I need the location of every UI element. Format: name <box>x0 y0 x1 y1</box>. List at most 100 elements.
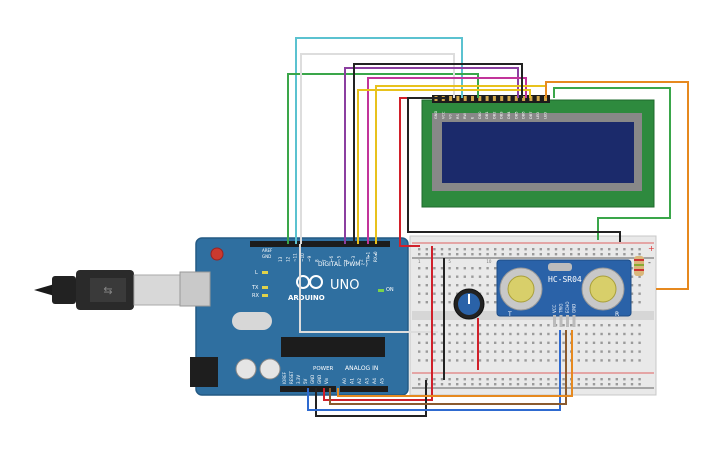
bb-hole <box>615 378 618 381</box>
rail-minus-label: - <box>648 258 651 267</box>
bb-hole <box>456 267 459 270</box>
bb-hole <box>418 292 421 295</box>
bb-hole <box>554 359 558 362</box>
bb-hole <box>471 267 474 270</box>
bb-hole <box>509 383 512 386</box>
bb-hole <box>608 341 611 344</box>
bb-hole <box>433 341 436 344</box>
bb-hole <box>463 267 466 270</box>
bb-hole <box>509 378 512 381</box>
bb-hole <box>471 253 474 256</box>
bb-hole <box>615 383 618 386</box>
bb-hole <box>532 332 535 336</box>
bb-hole <box>638 248 641 251</box>
bb-hole <box>463 350 466 353</box>
lcd-pin-label: V0 <box>449 114 453 119</box>
bb-hole <box>600 332 603 336</box>
lcd-pin-label: RS <box>456 114 460 119</box>
bb-hole <box>539 350 542 353</box>
bb-hole <box>608 350 611 353</box>
bb-hole <box>501 383 504 386</box>
bb-hole <box>600 350 603 353</box>
bb-hole <box>638 383 641 386</box>
bb-hole <box>600 378 603 381</box>
wire-white <box>300 53 455 244</box>
bb-hole <box>585 378 588 381</box>
bb-hole <box>448 248 451 251</box>
bb-hole <box>532 350 535 353</box>
bb-hole <box>494 350 497 353</box>
rx-led-label: RX <box>252 293 259 299</box>
lcd-pin-label: LED <box>536 112 540 119</box>
bb-hole <box>471 324 474 327</box>
bb-hole <box>448 267 451 270</box>
bb-hole <box>501 248 504 251</box>
bb-hole <box>440 324 444 327</box>
sensor-pin <box>572 315 576 327</box>
bb-hole <box>478 383 482 386</box>
bb-hole <box>630 275 634 278</box>
sensor-label: HC-SR04 <box>548 275 582 284</box>
power-header-label: POWER <box>313 366 334 372</box>
bb-hole <box>433 275 436 278</box>
bb-hole <box>539 253 542 256</box>
bb-hole <box>623 332 626 336</box>
sensor-pin-label: VCC <box>552 304 557 313</box>
rail-plus-label: + <box>648 244 655 253</box>
lcd-pin-label: DB4 <box>507 111 511 119</box>
sensor-pin-label: ECHO <box>565 302 570 313</box>
bb-hole <box>471 332 474 336</box>
bb-hole <box>516 341 520 344</box>
bb-hole <box>425 332 428 336</box>
bb-hole <box>638 350 641 353</box>
bb-hole <box>516 324 520 327</box>
bb-hole <box>494 301 497 304</box>
bb-hole <box>585 341 588 344</box>
bb-hole <box>418 383 421 386</box>
bb-hole <box>433 359 436 362</box>
bb-hole <box>600 248 603 251</box>
bb-hole <box>456 253 459 256</box>
bb-hole <box>471 275 474 278</box>
bb-hole <box>486 383 489 386</box>
digital-pin-label: ~5 <box>336 255 341 262</box>
bb-hole <box>608 253 611 256</box>
sensor-pin <box>566 315 569 327</box>
bb-hole <box>418 248 421 251</box>
bb-hole <box>478 359 482 362</box>
lcd-pin-label: DB5 <box>514 111 518 119</box>
bb-hole <box>478 378 482 381</box>
lcd-pin <box>544 96 547 101</box>
bb-hole <box>448 341 451 344</box>
power-pin-label: 5V <box>303 378 308 384</box>
bb-hole <box>433 378 436 381</box>
bb-hole <box>486 248 489 251</box>
bb-hole <box>448 253 451 256</box>
bb-hole <box>501 332 504 336</box>
bb-hole <box>562 253 565 256</box>
bb-hole <box>425 324 428 327</box>
bb-hole <box>554 383 558 386</box>
bb-hole <box>440 301 444 304</box>
tx-led-label: TX <box>251 285 259 291</box>
bb-hole <box>456 359 459 362</box>
bb-hole <box>448 332 451 336</box>
bb-hole <box>577 253 580 256</box>
bb-hole <box>425 248 428 251</box>
analog-pin-label: A3 <box>365 378 371 384</box>
bb-hole <box>478 248 482 251</box>
bb-hole <box>630 301 634 304</box>
bb-hole <box>638 301 641 304</box>
bb-hole <box>433 332 436 336</box>
bb-hole <box>600 383 603 386</box>
bb-hole <box>448 275 451 278</box>
wire-yellow-1 <box>357 89 531 244</box>
bb-hole <box>577 378 580 381</box>
bb-hole <box>448 292 451 295</box>
bb-hole <box>577 350 580 353</box>
bb-hole <box>600 253 603 256</box>
bb-hole <box>592 350 596 353</box>
bb-hole <box>547 378 550 381</box>
bb-hole <box>638 359 641 362</box>
